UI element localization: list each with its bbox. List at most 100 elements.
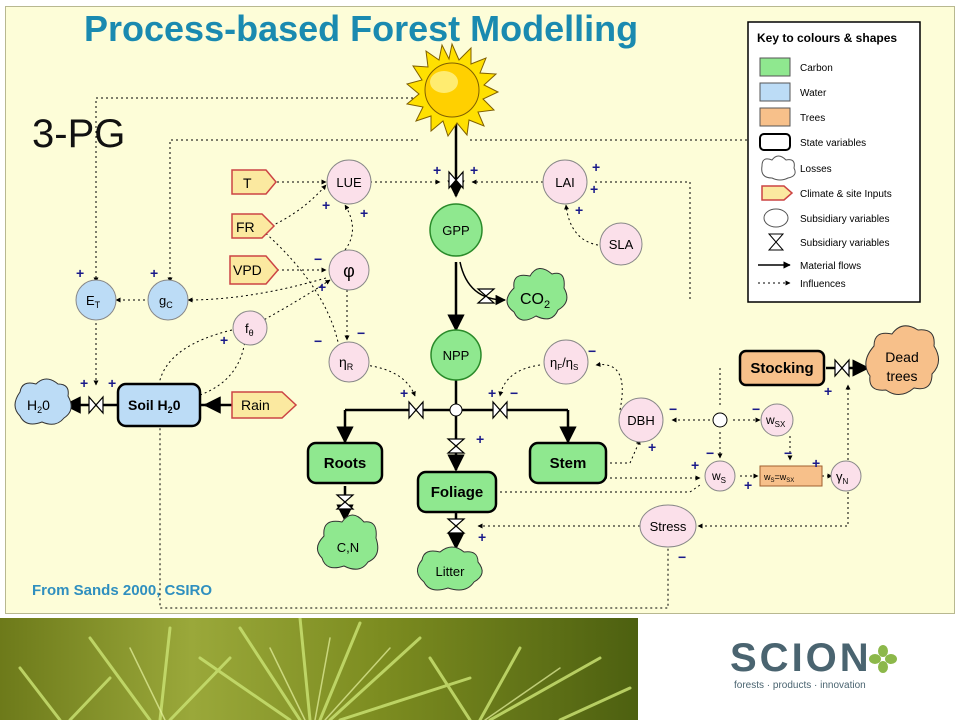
svg-text:+: +: [318, 279, 326, 295]
node-sla: SLA: [599, 222, 643, 266]
svg-text:+: +: [590, 181, 598, 197]
svg-text:+: +: [433, 162, 441, 178]
svg-text:−: −: [752, 401, 760, 417]
svg-text:+: +: [575, 202, 583, 218]
svg-text:−: −: [669, 401, 677, 417]
node-gpp: GPP: [429, 203, 483, 257]
sun-icon: [405, 42, 500, 138]
input-vpd: VPD: [229, 255, 279, 285]
node-wsx-label: wSX: [765, 413, 786, 429]
input-t: T: [231, 169, 277, 195]
node-ws-equals-wsx-label: wS=wSX: [763, 472, 794, 484]
node-et: ET: [75, 279, 117, 321]
loss-dead-trees: Dead trees: [865, 325, 939, 395]
svg-text:+: +: [322, 197, 330, 213]
loss-litter: Litter: [417, 546, 483, 591]
svg-text:+: +: [812, 455, 820, 471]
state-soil-water: Soil H20: [116, 382, 202, 428]
carbon-swatch-icon: [759, 57, 791, 77]
svg-text:+: +: [360, 205, 368, 221]
svg-text:−: −: [510, 385, 518, 401]
legend-item-climate-inputs: Climate & site Inputs: [800, 189, 892, 200]
node-wsx: wSX: [760, 403, 794, 437]
svg-text:+: +: [824, 383, 832, 399]
node-lai: LAI: [542, 159, 588, 205]
svg-text:+: +: [488, 385, 496, 401]
legend-item-subsidiary-2: Subsidiary variables: [800, 238, 890, 249]
node-eta-r-label: ηR: [339, 354, 354, 372]
node-gpp-label: GPP: [442, 223, 469, 238]
input-vpd-label: VPD: [233, 262, 262, 278]
water-swatch-icon: [759, 82, 791, 102]
legend-heading: Key to colours & shapes: [757, 31, 897, 45]
loss-litter-label: Litter: [436, 564, 466, 579]
node-gamma-n-label: γN: [836, 469, 849, 486]
state-roots: Roots: [306, 441, 384, 485]
node-lue: LUE: [326, 159, 372, 205]
state-foliage-label: Foliage: [431, 484, 484, 501]
svg-text:+: +: [220, 332, 228, 348]
legend-item-state-variables: State variables: [800, 138, 866, 149]
node-phi: φ: [328, 249, 370, 291]
svg-text:−: −: [314, 333, 322, 349]
input-pentagon-icon: [761, 185, 794, 201]
node-f-theta-label: fθ: [245, 321, 254, 338]
input-fr-label: FR: [236, 219, 255, 235]
legend-item-water: Water: [800, 88, 827, 99]
loss-h2o: H20: [14, 378, 72, 425]
state-soil-water-label: Soil H20: [128, 397, 181, 415]
node-eta-fs-label: ηF/ηS: [550, 355, 578, 372]
node-dbh: DBH: [618, 397, 664, 443]
leaf-cross-icon: [869, 645, 897, 673]
node-lue-label: LUE: [336, 175, 362, 190]
legend-item-carbon: Carbon: [800, 63, 833, 74]
valve-icon: [767, 233, 785, 251]
svg-text:+: +: [150, 265, 158, 281]
node-gc: gC: [147, 279, 189, 321]
node-dbh-label: DBH: [627, 413, 654, 428]
svg-text:+: +: [592, 159, 600, 175]
node-gamma-n: γN: [830, 460, 862, 492]
influence-signs: ++ ++ ++ + −+ ++ + −− ++ − + − +− − − ++…: [76, 159, 832, 565]
svg-text:+: +: [691, 457, 699, 473]
trees-swatch-icon: [759, 107, 791, 127]
svg-text:−: −: [706, 445, 714, 461]
svg-text:+: +: [478, 529, 486, 545]
loss-h2o-label: H20: [27, 397, 50, 415]
input-rain-label: Rain: [241, 397, 270, 413]
state-roots-label: Roots: [324, 455, 367, 472]
node-ws-label: wS: [711, 469, 726, 485]
legend-item-trees: Trees: [800, 113, 825, 124]
model-name: 3-PG: [32, 112, 126, 156]
cloud-icon: [761, 155, 796, 181]
node-phi-label: φ: [343, 261, 355, 281]
svg-text:+: +: [400, 385, 408, 401]
input-fr: FR: [231, 213, 276, 239]
page-title: Process-based Forest Modelling: [84, 8, 639, 49]
node-sla-label: SLA: [609, 237, 634, 252]
legend-item-influences: Influences: [800, 279, 846, 290]
node-stress-label: Stress: [650, 519, 687, 534]
svg-text:+: +: [108, 375, 116, 391]
svg-text:+: +: [470, 162, 478, 178]
node-ws-equals-wsx: wS=wSX: [759, 465, 823, 487]
node-lai-label: LAI: [555, 175, 575, 190]
node-npp-label: NPP: [443, 348, 470, 363]
loss-dead-trees-line1: Dead: [885, 349, 918, 365]
node-f-theta: fθ: [232, 310, 268, 346]
legend-item-material-flows: Material flows: [800, 261, 861, 272]
svg-text:−: −: [314, 251, 322, 267]
scion-logo-wordmark: SCION: [730, 636, 872, 680]
loss-cn-label: C,N: [337, 540, 359, 555]
state-stem: Stem: [528, 441, 608, 485]
scion-logo-tagline: forests · products · innovation: [734, 680, 866, 691]
input-rain: Rain: [231, 391, 298, 419]
node-npp: NPP: [430, 329, 482, 381]
diagram-canvas: T FR VPD Rain LUE LAI SLA φ: [14, 21, 939, 609]
state-foliage: Foliage: [416, 470, 498, 514]
scion-logo: SCION forests · products · innovation: [730, 636, 930, 696]
node-ws: wS: [704, 460, 736, 492]
svg-text:−: −: [784, 445, 792, 461]
svg-text:+: +: [648, 439, 656, 455]
